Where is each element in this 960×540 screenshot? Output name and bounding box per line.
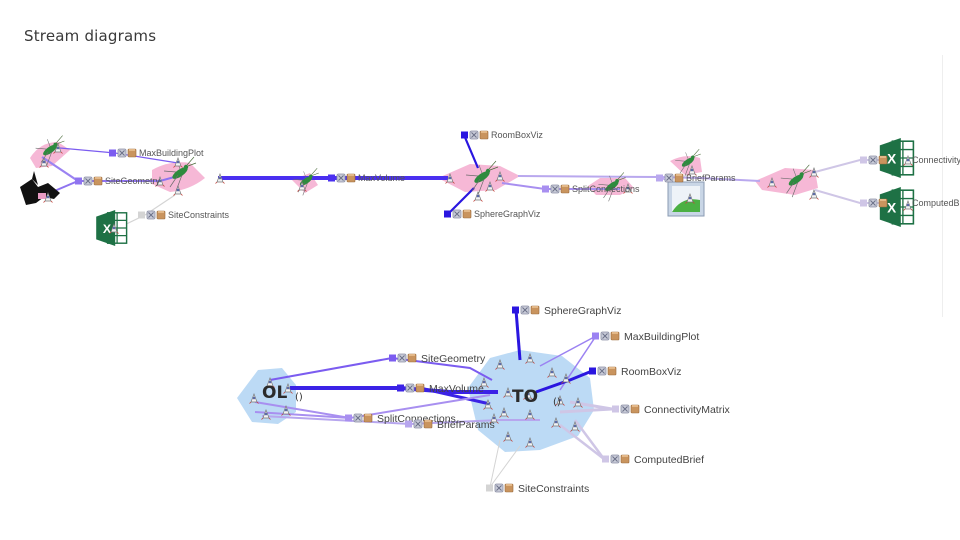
edge-roomboxviz: [535, 369, 593, 394]
clustered-stream-diagram: OL () TO () SphereGraphViz MaxBuildingPl…: [237, 305, 731, 495]
stream-label: SiteConstraints: [168, 210, 230, 220]
stream-label: RoomBoxViz: [491, 130, 543, 140]
stream-node-sitegeometry[interactable]: SiteGeometry: [388, 353, 486, 365]
stream-node-splitconnections[interactable]: SplitConnections: [344, 413, 456, 425]
stream-node-connectivitymatrix[interactable]: ConnectivityMatrix: [611, 404, 731, 416]
stream-node-siteconstraints[interactable]: SiteConstraints: [137, 210, 230, 220]
stream-label: MaxVolume: [429, 383, 484, 395]
edge-briefparams: [261, 415, 540, 426]
stream-label: BriefParams: [686, 173, 736, 183]
stream-label: ComputedBrief: [634, 454, 704, 466]
edge-maxvolume-b: [419, 386, 491, 406]
stream-node-briefparams[interactable]: BriefParams: [404, 419, 495, 431]
stream-node-computedbrief[interactable]: ComputedBrie: [859, 198, 960, 208]
stream-label: SphereGraphViz: [544, 305, 621, 317]
stream-node-maxvolume[interactable]: MaxVolume: [327, 173, 405, 183]
image-file-icon: [667, 181, 705, 217]
page-title: Stream diagrams: [24, 27, 157, 45]
stream-node-maxbuildingplot[interactable]: MaxBuildingPlot: [108, 148, 204, 158]
stream-label: MaxBuildingPlot: [624, 331, 699, 343]
stream-label: BriefParams: [437, 419, 495, 431]
stream-node-spheregraphviz[interactable]: SphereGraphViz: [443, 209, 541, 219]
stream-label: MaxBuildingPlot: [139, 148, 204, 158]
stream-node-maxbuildingplot[interactable]: MaxBuildingPlot: [591, 331, 699, 343]
stream-node-connectivitymatrix[interactable]: ConnectivityM: [859, 155, 960, 165]
cluster-suffix: (): [553, 397, 561, 408]
stream-label: SiteGeometry: [421, 353, 486, 365]
stream-node-roomboxviz[interactable]: RoomBoxViz: [588, 366, 682, 378]
edge-roomboxviz: [462, 134, 480, 169]
slide-divider: [942, 55, 943, 317]
stream-label: SiteGeometry: [105, 176, 161, 186]
stream-label: SiteConstraints: [518, 483, 589, 495]
stream-node-splitconnections[interactable]: SplitConnections: [541, 184, 640, 194]
linear-stream-diagram: MaxBuildingPlot SiteGeometry SiteConstra…: [20, 130, 960, 247]
stream-label: SplitConnections: [572, 184, 640, 194]
stream-node-siteconstraints[interactable]: SiteConstraints: [485, 483, 589, 495]
edge-sitegeometry-a: [41, 156, 79, 182]
stream-node-briefparams[interactable]: BriefParams: [655, 173, 736, 183]
stream-node-computedbrief[interactable]: ComputedBrief: [601, 454, 704, 466]
hull-grasshopper-7: [755, 168, 818, 195]
cluster-edges: [254, 309, 613, 488]
cluster-label: TO: [512, 387, 538, 407]
stream-node-spheregraphviz[interactable]: SphereGraphViz: [511, 305, 621, 317]
stream-label: ComputedBrie: [912, 198, 960, 208]
stream-node-roomboxviz[interactable]: RoomBoxViz: [460, 130, 543, 140]
excel-icon: [95, 209, 128, 247]
cluster-label: OL: [262, 383, 287, 403]
stream-label: MaxVolume: [358, 173, 405, 183]
edge-computedbrief: [559, 419, 606, 460]
cluster-ol[interactable]: OL (): [262, 383, 303, 403]
edge-sitegeometry: [269, 356, 493, 381]
stream-label: SphereGraphViz: [474, 209, 541, 219]
stream-label: SplitConnections: [377, 413, 456, 425]
edge-spheregraphviz: [514, 309, 522, 361]
stream-label: ConnectivityM: [912, 155, 960, 165]
rhino-icon: [20, 171, 60, 205]
edge-siteconstraints: [489, 439, 521, 488]
cluster-suffix: (): [295, 392, 303, 403]
stream-label: RoomBoxViz: [621, 366, 682, 378]
stream-node-maxvolume[interactable]: MaxVolume: [396, 383, 484, 395]
app-icons: [20, 135, 915, 247]
edge-spheregraphviz: [447, 187, 475, 215]
edge-sitegeometry-b: [44, 175, 179, 196]
cluster-to[interactable]: TO (): [512, 387, 561, 408]
edge-splitconnections-b: [254, 411, 351, 419]
stream-label: ConnectivityMatrix: [644, 404, 731, 416]
stream-node-sitegeometry[interactable]: SiteGeometry: [74, 176, 161, 186]
cluster-hull-ol: [237, 368, 296, 424]
